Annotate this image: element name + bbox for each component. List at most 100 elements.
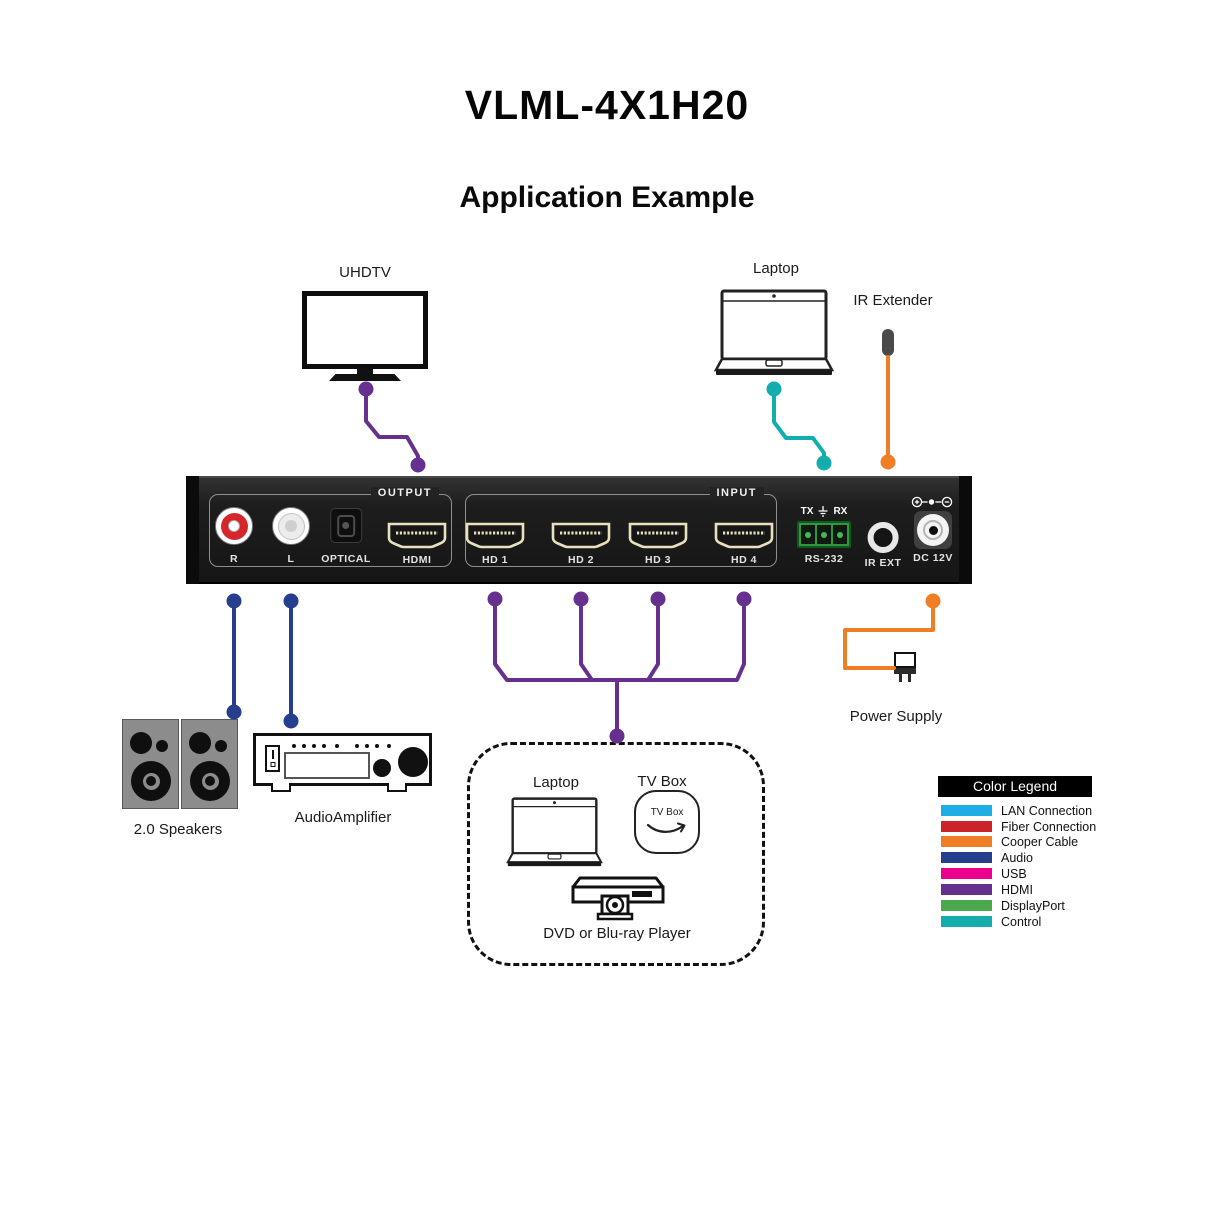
toslink-icon [330, 508, 362, 543]
legend-swatch [941, 836, 992, 847]
uhdtv-stand-neck [357, 368, 373, 375]
rs232-rx-label: RX [833, 506, 848, 517]
hd2-label: HD 2 [568, 554, 594, 566]
legend-item-fiber: Fiber Connection [941, 819, 1097, 834]
legend-label: LAN Connection [1001, 803, 1093, 818]
rca-r-port: R [215, 507, 253, 565]
hdmi-connector-icon [714, 522, 774, 549]
ir-ext-port: IR EXT [865, 522, 902, 569]
speaker-right-icon [181, 719, 238, 809]
legend-label: DisplayPort [1001, 898, 1065, 913]
power-supply-label: Power Supply [849, 708, 943, 725]
legend-title: Color Legend [938, 776, 1092, 797]
legend-label: Cooper Cable [1001, 834, 1079, 849]
hd3-port: HD 3 [627, 521, 689, 566]
legend-label: Control [1001, 914, 1042, 929]
rca-r-label: R [229, 553, 239, 565]
legend-swatch [941, 805, 992, 816]
tv-box-label: TV Box [637, 773, 687, 790]
tv-box-inner-label: TV Box [650, 806, 684, 818]
hd4-label: HD 4 [731, 554, 757, 566]
legend-swatch [941, 821, 992, 832]
legend-label: Fiber Connection [1001, 819, 1097, 834]
laptop-src-icon [506, 797, 603, 867]
dc-polarity-icon [911, 496, 953, 508]
legend-item-usb: USB [941, 866, 1027, 881]
hdmi-connector-icon [465, 522, 525, 549]
dvd-label: DVD or Blu-ray Player [543, 925, 691, 942]
hdmi-out-port: HDMI [386, 521, 448, 566]
panel-right-ear [959, 476, 972, 584]
page-title: VLML-4X1H20 [464, 82, 750, 128]
hd2-port: HD 2 [550, 521, 612, 566]
amp-display [284, 752, 370, 779]
input-group-label: INPUT [709, 487, 764, 499]
phoenix-connector-icon [797, 521, 851, 548]
hd3-label: HD 3 [645, 554, 671, 566]
control-wire [766, 381, 832, 471]
legend-label: HDMI [1001, 882, 1033, 897]
rca-r-jack-icon [215, 507, 253, 545]
optical-port: OPTICAL [321, 508, 371, 565]
legend-item-displayport: DisplayPort [941, 898, 1065, 913]
dc-port: DC 12V [911, 496, 955, 564]
rs232-port: TX RX RS-232 [797, 506, 851, 565]
dc-label: DC 12V [913, 552, 953, 564]
legend-label: Audio [1001, 850, 1033, 865]
input-group: INPUT [465, 487, 777, 567]
amp-knob-small [373, 759, 391, 777]
hd4-port: HD 4 [713, 521, 775, 566]
legend-swatch [941, 884, 992, 895]
ground-icon [818, 506, 828, 517]
amp-power-switch [265, 745, 280, 772]
optical-label: OPTICAL [321, 553, 371, 565]
hdmi-connector-icon [387, 522, 447, 549]
dvd-player-icon [571, 876, 665, 921]
legend-item-audio: Audio [941, 850, 1033, 865]
audio-wires [226, 593, 299, 729]
hdmi-connector-icon [551, 522, 611, 549]
power-adapter-icon [894, 652, 916, 682]
amplifier-icon [253, 733, 432, 792]
output-group: OUTPUT [209, 487, 452, 567]
rca-l-port: L [272, 507, 310, 565]
switcher-rear-panel: OUTPUT INPUT R L OPTICAL [186, 476, 972, 584]
rca-l-jack-icon [272, 507, 310, 545]
ir-ext-jack-icon [867, 522, 899, 553]
legend-swatch [941, 868, 992, 879]
ir-extender-label: IR Extender [853, 292, 933, 309]
legend-item-hdmi: HDMI [941, 882, 1033, 897]
legend-item-copper: Cooper Cable [941, 834, 1079, 849]
rca-l-label: L [287, 553, 295, 565]
legend-item-lan: LAN Connection [941, 803, 1093, 818]
rs232-txrx-row: TX RX [800, 506, 848, 517]
hd1-label: HD 1 [482, 554, 508, 566]
output-group-label: OUTPUT [370, 487, 439, 499]
dc-jack-icon [914, 511, 952, 549]
rs232-tx-label: TX [800, 506, 814, 517]
rs232-label: RS-232 [804, 553, 844, 565]
uhdtv-icon [302, 291, 428, 369]
speakers-label: 2.0 Speakers [133, 821, 223, 838]
laptop-top-icon [714, 289, 834, 375]
tv-box-icon: TV Box [634, 790, 700, 854]
legend-swatch [941, 916, 992, 927]
page-subtitle: Application Example [459, 181, 755, 214]
uhdtv-label: UHDTV [339, 264, 391, 281]
laptop-src-label: Laptop [533, 774, 579, 791]
hdmi-connector-icon [628, 522, 688, 549]
hdmi-out-label: HDMI [402, 554, 432, 566]
speaker-left-icon [122, 719, 179, 809]
legend-swatch [941, 900, 992, 911]
sources-group-box [467, 742, 765, 966]
hd1-port: HD 1 [464, 521, 526, 566]
panel-left-ear [186, 476, 199, 584]
uhdtv-stand-base [329, 374, 401, 381]
legend-label: USB [1001, 866, 1027, 881]
legend-swatch [941, 852, 992, 863]
ir-extender-icon [882, 329, 894, 356]
laptop-top-label: Laptop [753, 260, 799, 277]
amplifier-label: AudioAmplifier [294, 809, 392, 826]
amp-knob-large [398, 747, 428, 777]
